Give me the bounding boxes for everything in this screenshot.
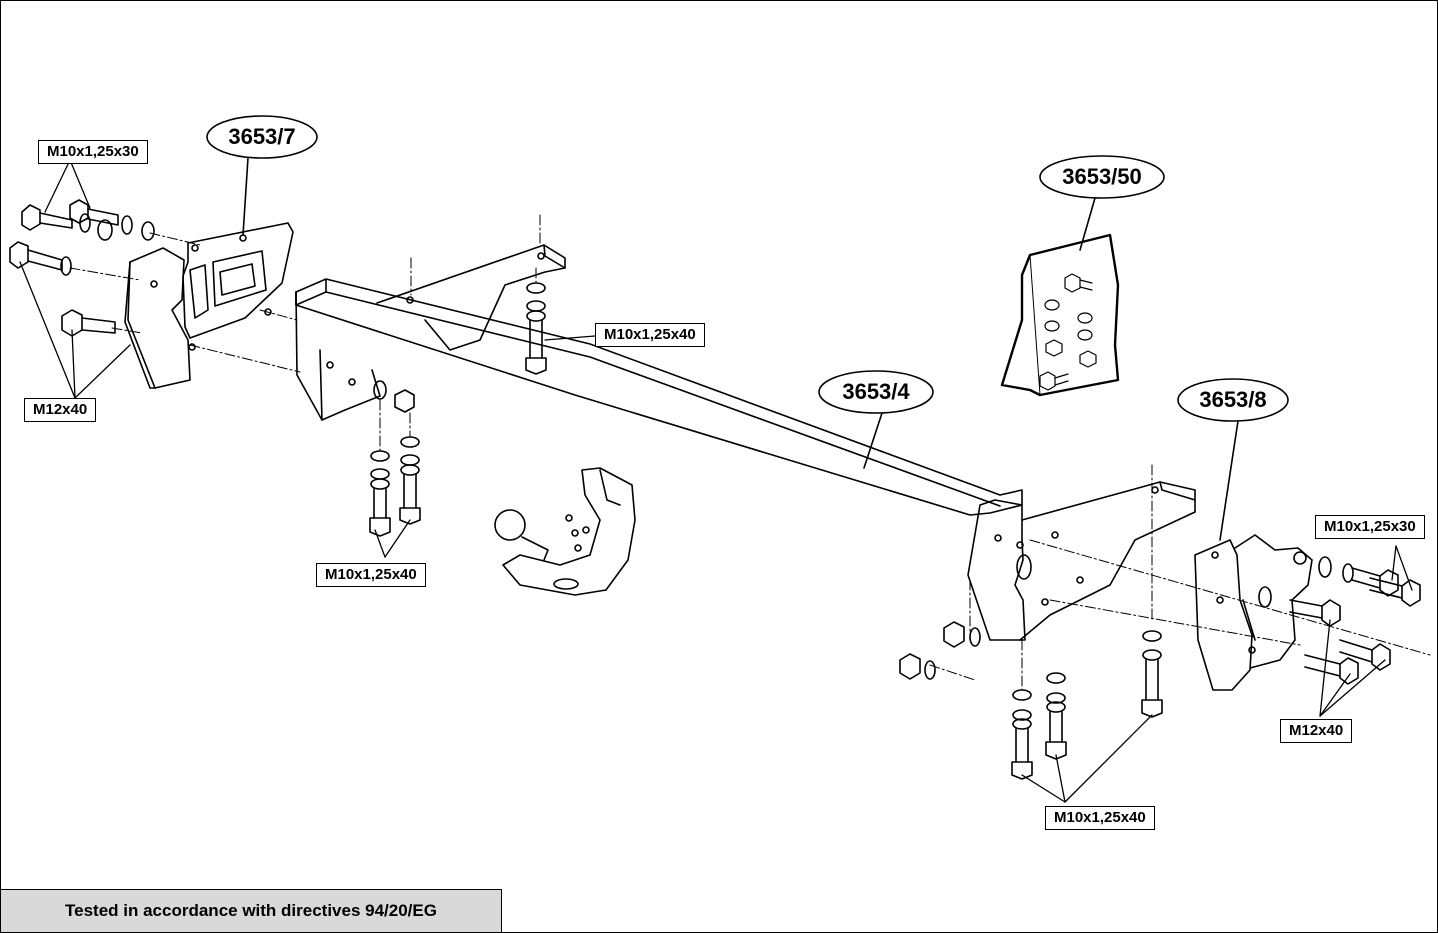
bolt-label-left-upper: M10x1,25x30 <box>38 140 148 164</box>
bolt-left-2 <box>69 199 119 226</box>
part-label-3653-50: 3653/50 <box>1062 164 1142 189</box>
bolt-label-left-lower: M12x40 <box>24 398 97 422</box>
right-bracket-3653-8 <box>1194 539 1253 691</box>
bolt-label-center-top: M10x1,25x40 <box>595 323 705 347</box>
bolt-center-bottom-1 <box>369 450 391 537</box>
main-crossbar-3653-4 <box>295 278 1023 516</box>
bolt-left-1 <box>21 204 73 231</box>
bolt-left-3 <box>9 241 63 271</box>
part-label-3653-7: 3653/7 <box>228 124 296 149</box>
bolt-right-5 <box>1304 654 1359 685</box>
left-plate <box>127 247 191 389</box>
left-bracket-3653-7 <box>182 222 294 339</box>
bolt-right-bottom-1 <box>1011 689 1033 780</box>
bolt-right-1 <box>1351 567 1399 597</box>
bolt-label-right-bottom: M10x1,25x40 <box>1045 806 1155 830</box>
bolt-label-right-lower: M12x40 <box>1280 719 1353 743</box>
bolt-right-2 <box>1369 577 1421 607</box>
part-label-3653-4: 3653/4 <box>842 379 910 404</box>
bolt-label-center-bottom: M10x1,25x40 <box>316 563 426 587</box>
part-oval-3653-50 <box>1039 155 1165 199</box>
bolt-right-4 <box>1339 639 1391 671</box>
bolt-label-right-upper: M10x1,25x30 <box>1315 515 1425 539</box>
bolt-left-4 <box>61 309 116 337</box>
bolt-right-bottom-3 <box>1141 630 1163 718</box>
tow-ball-hook <box>494 467 636 596</box>
bolt-right-3 <box>1289 599 1341 627</box>
bolt-center-bottom-2 <box>399 436 421 525</box>
bolt-kit-bag-3653-50 <box>1000 233 1120 397</box>
part-oval-3653-7 <box>206 115 318 159</box>
bolt-right-bottom-2 <box>1045 672 1067 760</box>
compliance-footer: Tested in accordance with directives 94/… <box>0 889 502 933</box>
part-label-3653-8: 3653/8 <box>1199 387 1267 412</box>
part-oval-3653-4 <box>818 370 934 414</box>
part-oval-3653-8 <box>1177 378 1289 422</box>
